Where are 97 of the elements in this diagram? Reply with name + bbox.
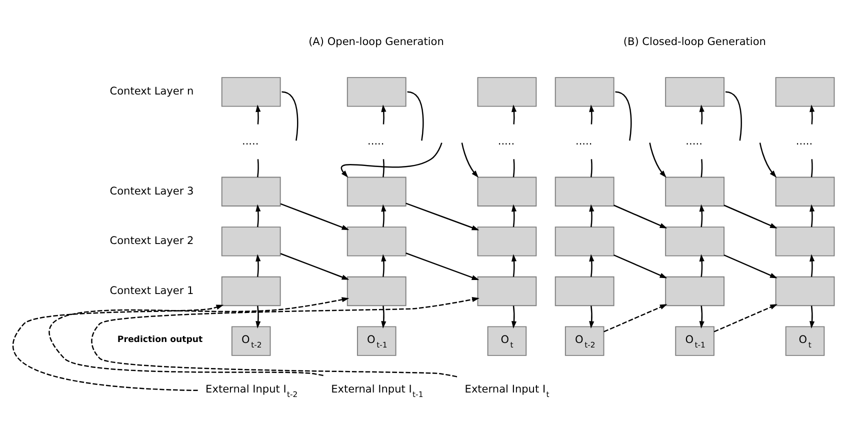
node-box: [665, 77, 724, 107]
label: Context Layer n: [110, 86, 194, 98]
connector: [615, 91, 632, 141]
arrow: [48, 297, 350, 376]
arrow: [699, 204, 704, 228]
node-box: [221, 77, 281, 107]
node-box: [477, 176, 537, 206]
node-box: O$_{t-2}$: [231, 326, 271, 356]
arrow: [589, 204, 594, 228]
node-box: [775, 77, 835, 107]
arrow: [381, 204, 386, 228]
arrow: [280, 253, 350, 280]
node-box: [346, 176, 406, 206]
connector: [725, 91, 742, 141]
node-text: External Input I$_{t-2}$: [206, 384, 298, 400]
arrow: [381, 306, 386, 329]
arrow: [810, 104, 815, 124]
node-box: [775, 226, 835, 256]
arrow: [406, 202, 480, 230]
node-box: O$_{t}$: [487, 326, 527, 356]
node-box: O$_{t-2}$: [564, 326, 604, 356]
label: Prediction output: [117, 335, 203, 346]
arrow: [589, 254, 594, 277]
arrow: [256, 254, 261, 277]
arrow: [649, 142, 666, 178]
arrow: [699, 254, 704, 277]
node-box: [554, 77, 614, 107]
node-box: [775, 176, 835, 206]
label: Context Layer 2: [110, 235, 194, 248]
arrow: [699, 306, 704, 329]
node-text: .....: [242, 135, 259, 148]
arrow: [12, 304, 224, 392]
node-box: [221, 176, 281, 206]
label: Context Layer 3: [110, 185, 194, 198]
node-text: .....: [575, 135, 592, 148]
arrow: [461, 142, 478, 178]
node-box: [554, 226, 614, 256]
arrow: [511, 306, 517, 329]
node-box: [477, 77, 537, 107]
arrow: [810, 254, 815, 277]
label: (A) Open-loop Generation: [308, 36, 444, 48]
node-box: [346, 226, 406, 256]
node-box: [665, 176, 724, 206]
arrow: [512, 104, 517, 124]
arrow: [256, 306, 261, 329]
arrow: [589, 104, 594, 124]
arrow: [256, 104, 261, 124]
node-box: [346, 77, 406, 107]
arrow: [759, 142, 777, 178]
node-text: .....: [368, 135, 384, 148]
arrow: [280, 203, 350, 230]
arrow: [714, 304, 778, 332]
arrow: [810, 306, 815, 329]
arrow: [340, 142, 442, 178]
connector: [407, 91, 424, 141]
arrow: [810, 204, 815, 228]
node-text: .....: [686, 135, 702, 148]
arrow: [511, 254, 517, 277]
label: Context Layer 1: [110, 284, 194, 297]
node-box: [346, 276, 406, 306]
node-box: [221, 276, 281, 306]
node-box: O$_{t-1}$: [356, 326, 396, 356]
connector: [382, 159, 384, 178]
node-box: [221, 226, 281, 256]
label: (B) Closed-loop Generation: [623, 36, 766, 48]
node-text: External Input I$_{t-1}$: [331, 384, 424, 400]
node-box: O$_{t}$: [785, 326, 825, 356]
connector: [282, 91, 298, 141]
arrow: [604, 304, 668, 332]
node-box: [775, 276, 835, 306]
node-box: [665, 276, 724, 306]
node-box: [477, 276, 537, 306]
arrow: [724, 204, 778, 228]
arrow: [699, 104, 704, 124]
connector: [590, 159, 592, 178]
arrow: [406, 252, 480, 280]
node-text: .....: [796, 135, 813, 148]
node-box: [554, 276, 614, 306]
node-text: External Input I$_{t}$: [464, 384, 550, 400]
node-box: [665, 226, 724, 256]
connector: [700, 159, 703, 178]
arrow: [511, 204, 517, 228]
arrow: [381, 104, 386, 124]
arrow: [614, 204, 668, 228]
arrow: [589, 306, 594, 329]
arrow: [614, 254, 668, 278]
arrow: [724, 254, 778, 278]
connector: [257, 159, 259, 178]
node-box: O$_{t-1}$: [675, 326, 714, 356]
connector: [810, 159, 813, 178]
arrow: [92, 297, 480, 378]
arrow: [256, 204, 261, 228]
node-box: [477, 226, 537, 256]
connector: [512, 159, 515, 178]
node-text: .....: [498, 135, 515, 148]
arrow: [381, 254, 386, 277]
node-box: [554, 176, 614, 206]
